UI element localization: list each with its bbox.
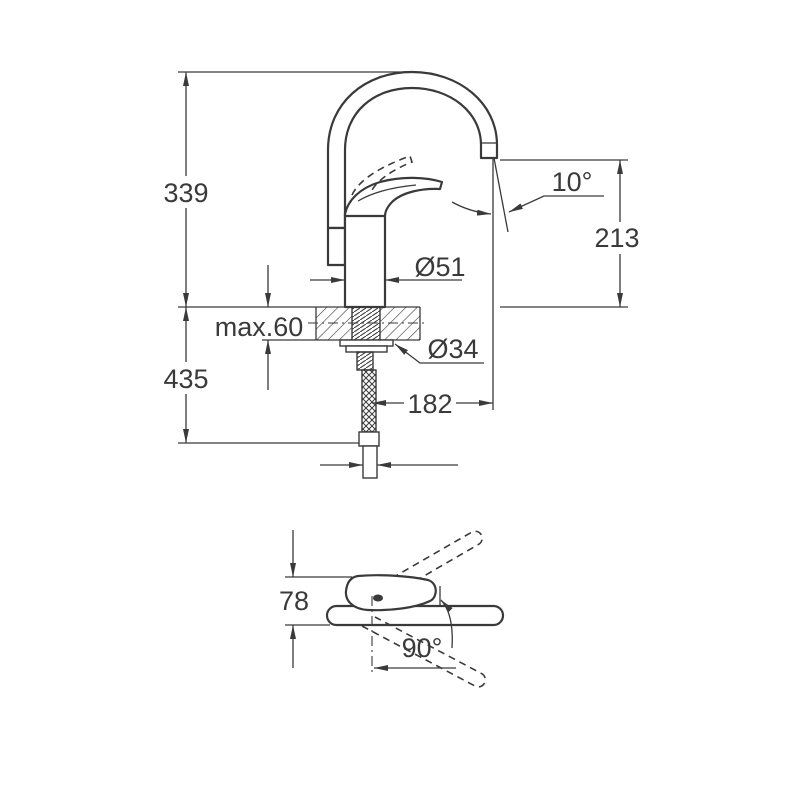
lever-plan-outline	[344, 574, 437, 612]
dimension-below-deck-length: 435	[163, 307, 209, 443]
spout-angle-tilted-line	[493, 157, 509, 233]
lever-handle	[343, 176, 444, 218]
swing-angle-label: 90°	[402, 633, 443, 663]
dimension-spout-reach: 182	[372, 389, 493, 419]
threaded-stub	[356, 351, 374, 371]
lever-rotated-position-upper	[391, 530, 483, 588]
dimension-max60-label: max.60	[215, 312, 304, 342]
mounting-hardware	[339, 306, 394, 479]
hose-connector-pipe	[362, 445, 378, 479]
lever-raised-position	[351, 154, 413, 196]
dimension-213-label: 213	[594, 223, 639, 253]
dimension-339-label: 339	[163, 178, 208, 208]
dimension-182-label: 182	[407, 389, 452, 419]
spout-angle-label: 10°	[552, 167, 593, 197]
dimension-spout-angle: 10°	[451, 157, 604, 233]
dimension-lever-height: 78	[279, 530, 309, 668]
swing-angle-arc-arrow	[440, 599, 453, 649]
braided-supply-hose	[361, 369, 377, 433]
dimension-body-diameter: Ø51	[310, 252, 466, 283]
spout-angle-left-arrow	[451, 201, 492, 216]
side-elevation-view: 339 435 213 10° Ø51	[163, 70, 640, 479]
mounting-nut	[345, 345, 388, 353]
lever-rotated-position-lower	[361, 616, 487, 688]
hose-fitting	[358, 431, 380, 447]
spout-swivel-block	[326, 226, 347, 267]
top-plan-view: 78 90°	[279, 530, 505, 688]
dimension-lever-swing-angle: 90°	[374, 599, 456, 671]
dimension-mounting-hole-diameter: Ø34	[394, 334, 484, 364]
faucet-body	[326, 70, 499, 309]
spout-angle-leader	[508, 195, 604, 213]
dimension-51-label: Ø51	[414, 252, 465, 282]
threaded-shank	[351, 306, 381, 342]
spout-plan-outline	[325, 604, 505, 627]
dimension-spout-outlet-height: 213	[594, 160, 640, 307]
lever-handle-detail	[357, 184, 417, 202]
lever-logo-mark	[373, 594, 383, 602]
dimension-34-label: Ø34	[427, 334, 478, 364]
dimension-435-label: 435	[163, 364, 208, 394]
dimension-deck-thickness: max.60	[215, 265, 304, 390]
mounting-washer	[339, 339, 394, 347]
faucet-body-cylinder	[343, 211, 387, 309]
dimension-34-leader	[394, 343, 484, 364]
dimension-total-height: 339	[163, 72, 209, 307]
dimension-78-label: 78	[279, 586, 309, 616]
